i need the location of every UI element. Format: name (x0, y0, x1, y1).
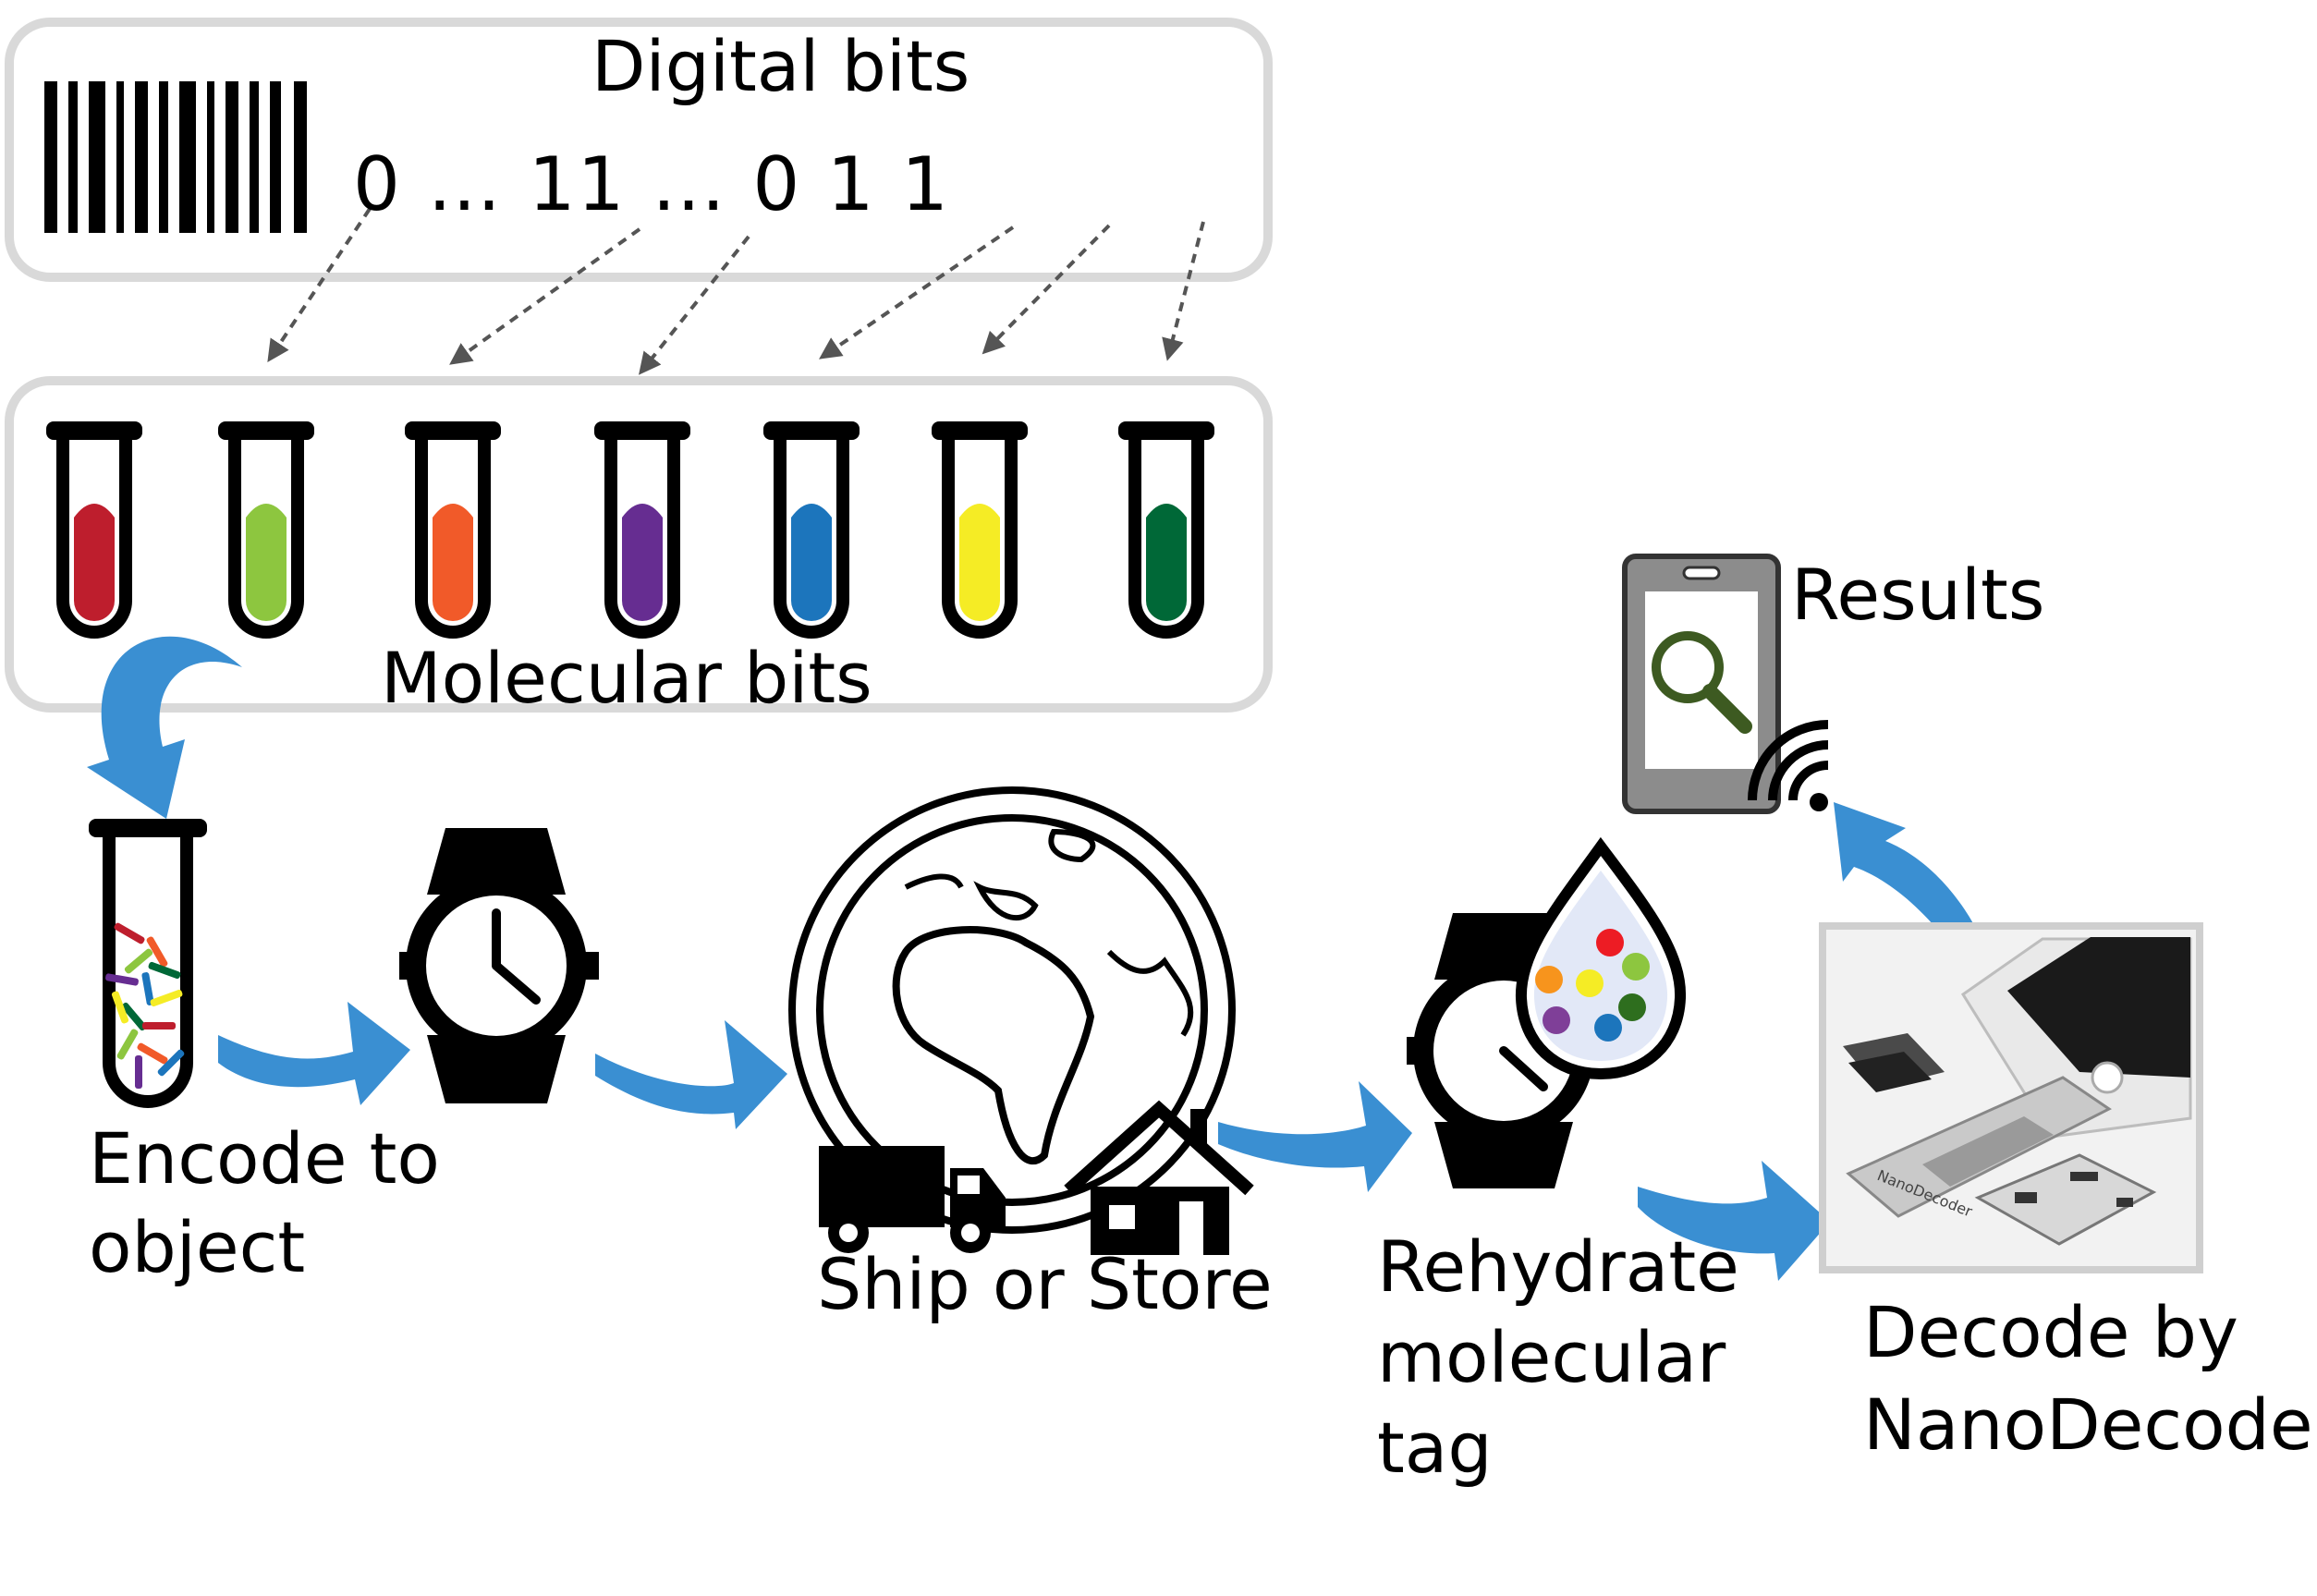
magnifier-icon (1652, 631, 1752, 734)
molecule-stick (121, 1002, 147, 1031)
flow-arrows (218, 802, 1987, 1281)
house-icon (1064, 1100, 1254, 1255)
test-tube-icon (932, 421, 1028, 639)
smartphone-icon (1622, 554, 1829, 814)
molecule-stick (150, 989, 183, 1007)
rehydrate-label: Rehydrate molecular tag (1377, 1225, 1739, 1489)
curved-arrow (87, 636, 242, 819)
nanodecoder-device-photo: NanoDecoder (1819, 922, 2203, 1273)
molecule-dot (1543, 1006, 1570, 1034)
molecule-dot (1596, 929, 1624, 956)
molecule-dot (1622, 953, 1650, 981)
watch-icon (399, 828, 599, 1103)
test-tube-icon (46, 421, 142, 639)
molecule-stick (142, 1022, 176, 1029)
bit-string: 0 … 11 … 0 1 1 (353, 141, 950, 227)
digital-bits-panel (5, 18, 1273, 282)
barcode-icon (44, 81, 307, 233)
molecule-stick (157, 1049, 185, 1077)
test-tube-row (46, 421, 1214, 639)
test-tube-icon (218, 421, 314, 639)
test-tube-icon (89, 819, 207, 1108)
test-tube-icon (763, 421, 860, 639)
test-tube-icon (594, 421, 690, 639)
droplet-icon (1515, 836, 1687, 1080)
truck-icon (819, 1146, 1006, 1253)
ship-store-label: Ship or Store (817, 1243, 1273, 1325)
molecule-stick (141, 972, 154, 1005)
digital-bits-label: Digital bits (591, 25, 970, 107)
bit-mapping-arrows (267, 207, 1205, 375)
test-tube-icon (1118, 421, 1214, 639)
wifi-icon (1748, 720, 1829, 801)
molecule-dot (1618, 993, 1646, 1021)
molecule-stick (114, 922, 145, 944)
molecule-dot (1594, 1014, 1622, 1042)
molecule-stick (116, 1029, 139, 1060)
molecule-stick (137, 1042, 168, 1065)
decode-label: Decode by NanoDecoder (1863, 1291, 2317, 1466)
molecule-stick (105, 973, 139, 986)
encode-label: Encode to object (89, 1117, 440, 1288)
results-label: Results (1791, 554, 2045, 636)
molecule-stick (148, 961, 181, 980)
molecule-stick (111, 991, 129, 1024)
test-tube-icon (405, 421, 501, 639)
molecule-stick (135, 1055, 142, 1089)
molecular-bits-label: Molecular bits (381, 637, 872, 719)
molecule-stick (124, 948, 153, 974)
molecule-dot (1576, 969, 1604, 997)
molecule-stick (146, 936, 168, 968)
molecule-dot (1535, 966, 1563, 993)
globe-icon (788, 786, 1236, 1234)
